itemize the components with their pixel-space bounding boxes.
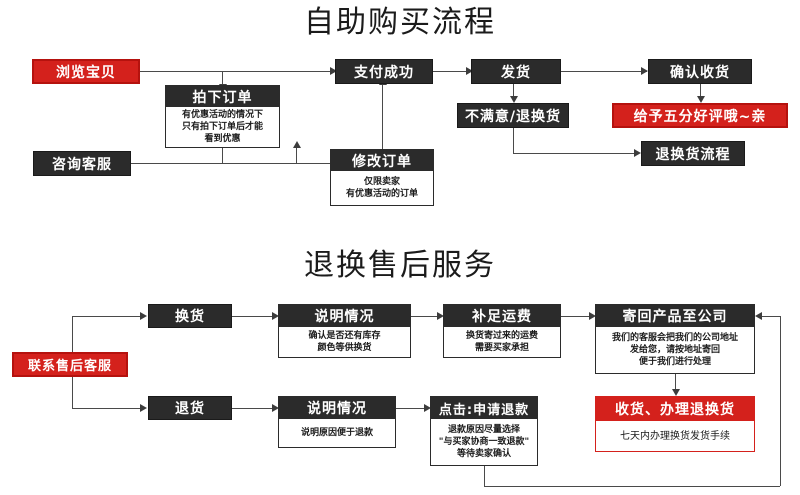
connector-pay-ship [433,71,471,72]
connector-ship-down [513,84,514,98]
node-explain-refund-title: 说明情况 [279,397,395,419]
node-place-order-body: 有优惠活动的情况下 只有拍下订单后才能 看到优惠 [181,110,263,144]
node-make-up-freight-body: 换货寄过来的运费 需要买家承担 [465,331,538,353]
node-confirm-receipt-label: 确认收货 [670,64,730,81]
connector-consult-right [131,163,335,164]
node-apply-refund-title: 点击:申请退款 [431,397,537,419]
node-send-back-title: 寄回产品至公司 [596,305,754,327]
connector-apply-right [484,486,780,487]
node-pay-success[interactable]: 支付成功 [335,59,433,84]
arrow-right-explain-exchange [272,312,279,320]
node-pay-success-label: 支付成功 [354,64,414,81]
connector-confirm-down [700,84,701,98]
node-send-back-body: 我们的客服会把我们的公司地址 发给您，请按地址寄回 便于我们进行处理 [611,333,738,367]
connector-explain-apply [396,408,429,409]
arrow-down-unsatisfied [510,96,518,103]
node-contact-support-label: 联系售后客服 [27,359,112,374]
arrow-up-modify-branch [293,141,301,148]
node-refund-goods[interactable]: 退货 [148,396,232,420]
node-return-flow-label: 退换货流程 [655,146,731,163]
node-unsatisfied[interactable]: 不满意/退换货 [457,103,569,128]
arrow-right-refund-goods [140,404,147,412]
node-apply-refund-body: 退款原因尽量选择 "与买家协商一致退款" 等待卖家确认 [438,425,530,459]
node-exchange-label: 换货 [175,309,205,325]
connector-browse-right [139,71,339,72]
node-receive-handle-title: 收货、办理退换货 [596,397,754,421]
node-five-star[interactable]: 给予五分好评哦~亲 [612,103,788,128]
node-unsatisfied-label: 不满意/退换货 [464,108,562,125]
arrow-down-five-star [697,96,705,103]
node-contact-support[interactable]: 联系售后客服 [12,352,128,377]
node-ship-label: 发货 [501,64,531,81]
connector-ship-confirm [561,71,647,72]
connector-sendback-down [675,374,676,391]
arrow-right-exchange [140,312,147,320]
connector-refund-explain [232,408,277,409]
arrow-right-confirm-receipt [641,67,648,75]
node-ship[interactable]: 发货 [471,59,561,84]
node-explain-exchange-body: 确认是否还有库存 颜色等供换货 [308,331,381,353]
connector-modify-up-pay [382,84,383,149]
node-browse-label: 浏览宝贝 [56,64,116,81]
arrow-right-make-up-freight [437,312,444,320]
node-explain-refund-body: 说明原因便于退款 [300,428,373,438]
connector-support-to-exchange [72,316,145,317]
arrow-right-apply-refund [424,404,431,412]
node-consult-label: 咨询客服 [52,156,112,173]
node-receive-handle[interactable]: 收货、办理退换货 七天内办理换货发货手续 [595,396,755,452]
connector-unsatisfied-right [513,153,639,154]
arrow-right-explain-refund [272,404,279,412]
node-modify-order-body: 仅限卖家 有优惠活动的订单 [345,177,418,199]
node-place-order[interactable]: 拍下订单 有优惠活动的情况下 只有拍下订单后才能 看到优惠 [165,85,280,148]
node-send-back[interactable]: 寄回产品至公司 我们的客服会把我们的公司地址 发给您，请按地址寄回 便于我们进行… [595,304,755,374]
arrow-right-send-back [589,312,596,320]
node-modify-order[interactable]: 修改订单 仅限卖家 有优惠活动的订单 [330,149,434,206]
connector-apply-down [484,466,485,486]
arrow-right-ship [466,67,473,75]
node-explain-exchange-title: 说明情况 [279,305,410,327]
arrow-right-return-flow [634,149,641,157]
node-make-up-freight[interactable]: 补足运费 换货寄过来的运费 需要买家承担 [443,304,561,358]
node-refund-goods-label: 退货 [175,401,205,417]
connector-support-to-refund [72,408,145,409]
connector-apply-into-sendback [762,316,780,317]
node-place-order-title: 拍下订单 [166,86,279,107]
node-five-star-label: 给予五分好评哦~亲 [633,108,767,125]
node-exchange[interactable]: 换货 [148,304,232,328]
section-title-aftersales: 退换售后服务 [304,248,496,283]
arrow-right-pay-success [330,67,337,75]
connector-exchange-explain [232,316,277,317]
connector-consult-up-modify [296,148,297,163]
connector-unsatisfied-down [513,128,514,153]
node-make-up-freight-title: 补足运费 [444,305,560,327]
node-consult[interactable]: 咨询客服 [33,151,131,176]
arrow-down-receive-handle [672,389,680,396]
node-explain-exchange[interactable]: 说明情况 确认是否还有库存 颜色等供换货 [278,304,411,358]
node-browse[interactable]: 浏览宝贝 [32,59,140,84]
arrow-left-send-back [755,312,762,320]
section-title-purchase: 自助购买流程 [304,5,496,40]
connector-consult-up-order [222,148,223,163]
connector-explain-freight [411,316,442,317]
node-return-flow[interactable]: 退换货流程 [641,141,745,166]
node-apply-refund[interactable]: 点击:申请退款 退款原因尽量选择 "与买家协商一致退款" 等待卖家确认 [430,396,538,466]
connector-apply-up [780,316,781,486]
node-explain-refund[interactable]: 说明情况 说明原因便于退款 [278,396,396,448]
node-receive-handle-body: 七天内办理换货发货手续 [620,430,730,442]
node-confirm-receipt[interactable]: 确认收货 [648,59,752,84]
connector-freight-sendback [561,316,594,317]
connector-browse-drop-order [222,71,223,86]
node-modify-order-title: 修改订单 [331,150,433,171]
